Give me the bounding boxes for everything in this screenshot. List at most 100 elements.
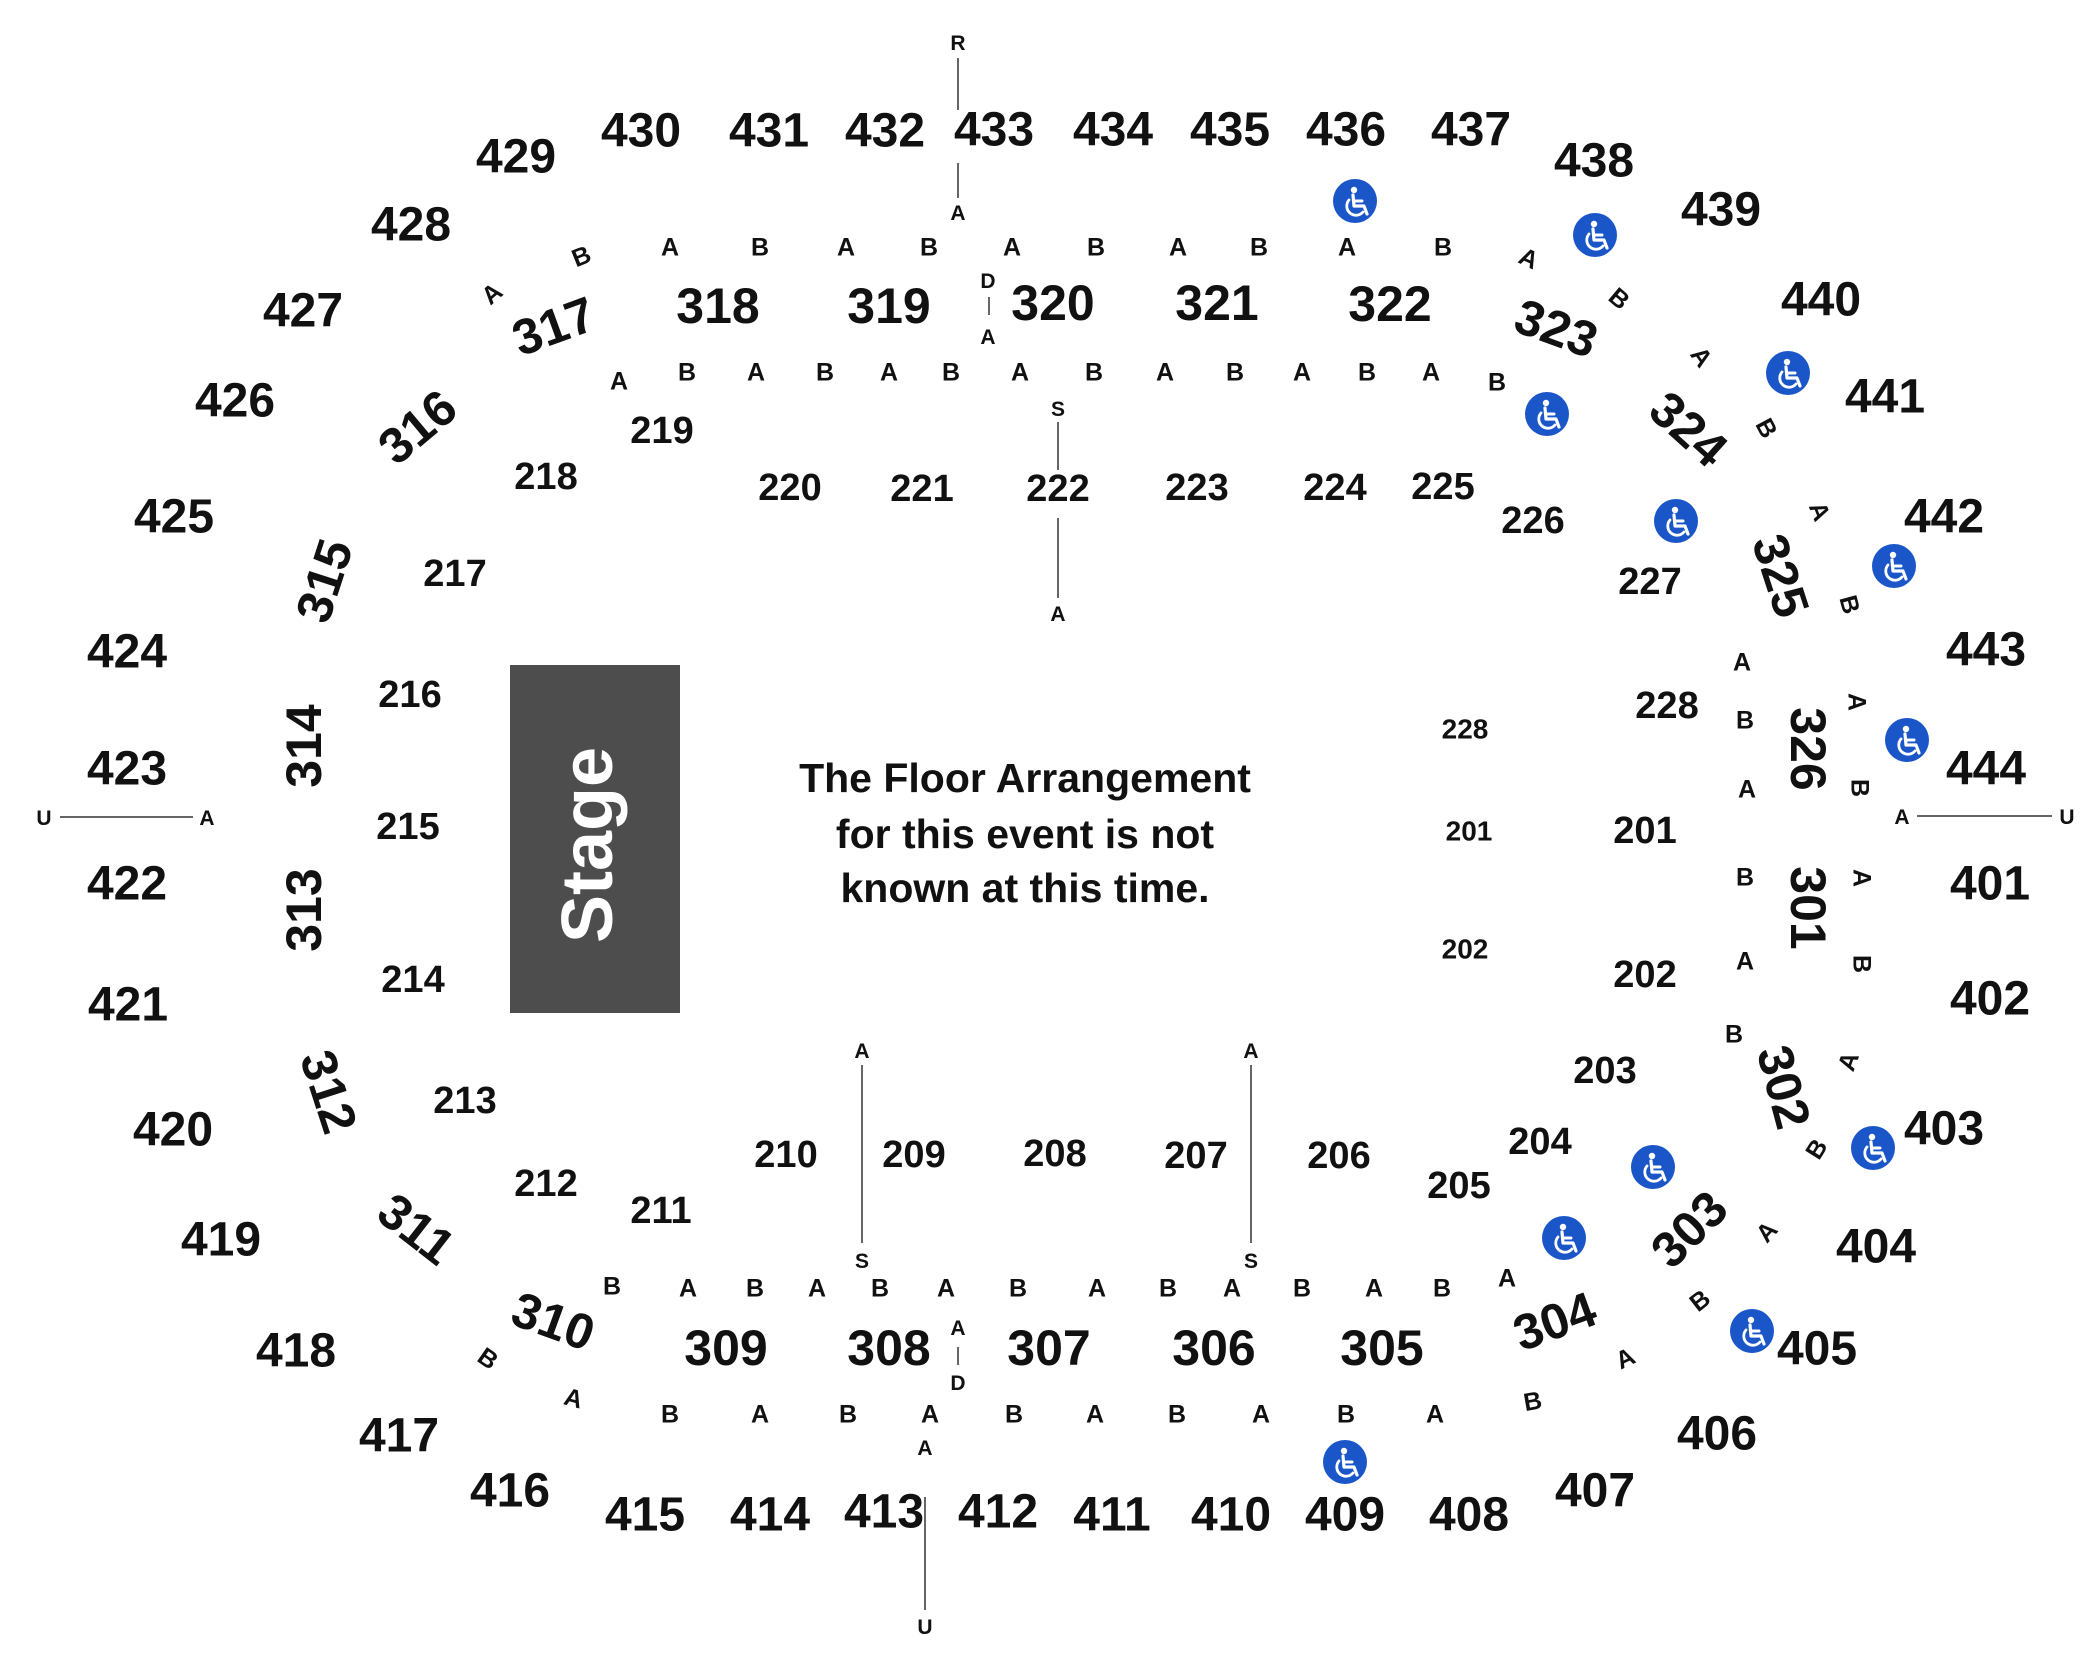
section-407[interactable]: 407 — [1555, 1465, 1635, 1518]
section-439[interactable]: 439 — [1681, 184, 1761, 237]
section-206[interactable]: 206 — [1307, 1135, 1370, 1177]
section-403[interactable]: 403 — [1904, 1103, 1984, 1156]
section-221[interactable]: 221 — [890, 468, 953, 510]
section-441[interactable]: 441 — [1845, 371, 1925, 424]
section-419[interactable]: 419 — [181, 1214, 261, 1267]
row-label: A — [1086, 1401, 1104, 1429]
section-413[interactable]: 413 — [844, 1486, 924, 1539]
section-432[interactable]: 432 — [845, 105, 925, 158]
section-212[interactable]: 212 — [514, 1163, 577, 1205]
section-214[interactable]: 214 — [381, 959, 444, 1001]
floor-sections: 228 201 202 — [1442, 713, 1493, 964]
section-411[interactable]: 411 — [1073, 1489, 1150, 1542]
section-404[interactable]: 404 — [1836, 1221, 1916, 1274]
section-225[interactable]: 225 — [1411, 466, 1474, 508]
section-425[interactable]: 425 — [134, 491, 214, 544]
section-202[interactable]: 202 — [1613, 954, 1676, 996]
section-430[interactable]: 430 — [601, 105, 681, 158]
floor-section-201[interactable]: 201 — [1446, 815, 1493, 846]
section-406[interactable]: 406 — [1677, 1408, 1757, 1461]
section-216[interactable]: 216 — [378, 674, 441, 716]
section-408[interactable]: 408 — [1429, 1489, 1509, 1542]
accessible-seating — [1323, 179, 1929, 1484]
section-423[interactable]: 423 — [87, 743, 167, 796]
section-443[interactable]: 443 — [1946, 624, 2026, 677]
section-434[interactable]: 434 — [1073, 104, 1153, 157]
row-label: B — [1736, 707, 1754, 735]
section-417[interactable]: 417 — [359, 1410, 439, 1463]
section-426[interactable]: 426 — [195, 375, 275, 428]
section-319[interactable]: 319 — [847, 278, 930, 334]
section-318[interactable]: 318 — [676, 278, 759, 334]
section-215[interactable]: 215 — [376, 806, 439, 848]
section-410[interactable]: 410 — [1191, 1489, 1271, 1542]
section-444[interactable]: 444 — [1946, 743, 2026, 796]
section-306[interactable]: 306 — [1172, 1320, 1255, 1376]
floor-notice-line-1: The Floor Arrangement — [799, 755, 1251, 801]
section-421[interactable]: 421 — [88, 979, 168, 1032]
section-223[interactable]: 223 — [1165, 467, 1228, 509]
section-401[interactable]: 401 — [1950, 858, 2030, 911]
section-218[interactable]: 218 — [514, 456, 577, 498]
section-431[interactable]: 431 — [729, 105, 809, 158]
section-211[interactable]: 211 — [630, 1190, 691, 1232]
section-207[interactable]: 207 — [1164, 1135, 1227, 1177]
section-210[interactable]: 210 — [754, 1134, 817, 1176]
section-308[interactable]: 308 — [847, 1320, 930, 1376]
section-321[interactable]: 321 — [1175, 275, 1258, 331]
section-437[interactable]: 437 — [1431, 104, 1511, 157]
section-326[interactable]: 326 — [1780, 707, 1836, 790]
section-416[interactable]: 416 — [470, 1465, 550, 1518]
aisle-label: A — [950, 202, 965, 225]
section-320[interactable]: 320 — [1011, 275, 1094, 331]
section-226[interactable]: 226 — [1501, 500, 1564, 542]
section-227[interactable]: 227 — [1618, 561, 1681, 603]
section-219[interactable]: 219 — [630, 410, 693, 452]
row-label: A — [1338, 234, 1356, 262]
section-213[interactable]: 213 — [433, 1080, 496, 1122]
aisle-label: U — [36, 807, 51, 830]
section-412[interactable]: 412 — [958, 1486, 1038, 1539]
section-402[interactable]: 402 — [1950, 973, 2030, 1026]
section-204[interactable]: 204 — [1508, 1121, 1571, 1163]
section-209[interactable]: 209 — [882, 1134, 945, 1176]
section-438[interactable]: 438 — [1554, 135, 1634, 188]
section-433[interactable]: 433 — [954, 104, 1034, 157]
section-415[interactable]: 415 — [605, 1489, 685, 1542]
section-414[interactable]: 414 — [730, 1489, 810, 1542]
section-436[interactable]: 436 — [1306, 104, 1386, 157]
section-307[interactable]: 307 — [1007, 1320, 1090, 1376]
section-422[interactable]: 422 — [87, 858, 167, 911]
section-220[interactable]: 220 — [758, 467, 821, 509]
section-424[interactable]: 424 — [87, 626, 167, 679]
section-428[interactable]: 428 — [371, 199, 451, 252]
section-409[interactable]: 409 — [1305, 1489, 1385, 1542]
section-420[interactable]: 420 — [133, 1104, 213, 1157]
section-201[interactable]: 201 — [1613, 810, 1676, 852]
section-224[interactable]: 224 — [1303, 467, 1366, 509]
section-314[interactable]: 314 — [276, 704, 332, 788]
section-228[interactable]: 228 — [1635, 685, 1698, 727]
section-429[interactable]: 429 — [476, 131, 556, 184]
section-405[interactable]: 405 — [1777, 1323, 1857, 1376]
section-322[interactable]: 322 — [1348, 276, 1431, 332]
section-203[interactable]: 203 — [1573, 1050, 1636, 1092]
section-435[interactable]: 435 — [1190, 104, 1270, 157]
section-442[interactable]: 442 — [1904, 491, 1984, 544]
section-440[interactable]: 440 — [1781, 274, 1861, 327]
floor-section-202[interactable]: 202 — [1442, 933, 1489, 964]
section-309[interactable]: 309 — [684, 1320, 767, 1376]
section-222[interactable]: 222 — [1026, 468, 1089, 510]
floor-section-228[interactable]: 228 — [1442, 713, 1489, 744]
section-427[interactable]: 427 — [263, 285, 343, 338]
section-313[interactable]: 313 — [276, 868, 332, 951]
row-label: B — [1009, 1275, 1027, 1303]
section-301[interactable]: 301 — [1780, 866, 1836, 949]
section-418[interactable]: 418 — [256, 1325, 336, 1378]
wheelchair-accessible-icon — [1542, 1216, 1586, 1260]
section-205[interactable]: 205 — [1427, 1165, 1490, 1207]
section-208[interactable]: 208 — [1023, 1133, 1086, 1175]
aisle-label: S — [1244, 1250, 1258, 1273]
section-217[interactable]: 217 — [423, 553, 486, 595]
section-305[interactable]: 305 — [1340, 1320, 1423, 1376]
